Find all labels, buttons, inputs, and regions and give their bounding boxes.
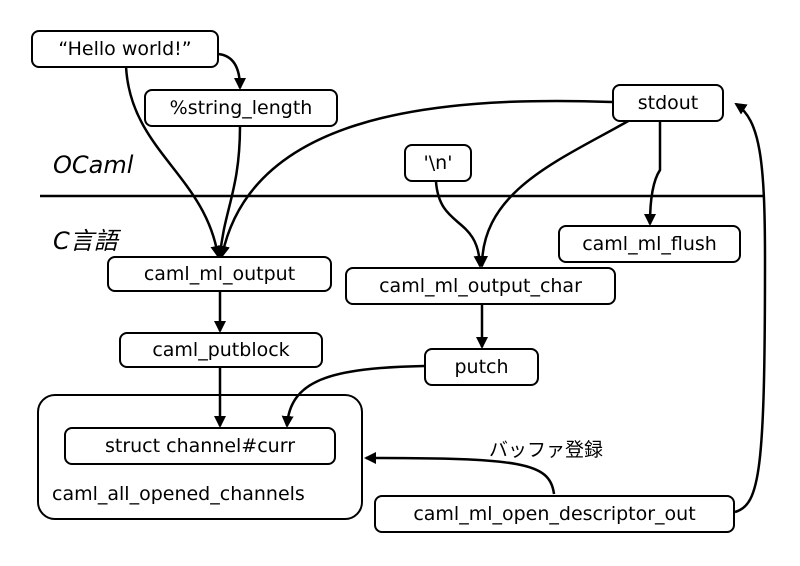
newline-char-node: '\n' — [404, 144, 472, 182]
edge-hello-to-string-length — [217, 52, 246, 90]
buffer-register-label: バッファ登録 — [489, 439, 604, 461]
caml-ml-open-descriptor-out-node: caml_ml_open_descriptor_out — [374, 495, 735, 533]
opened-channels-label: caml_all_opened_channels — [52, 483, 305, 505]
c-region-label: C言語 — [53, 227, 118, 255]
putch-node: putch — [424, 348, 539, 386]
edge-string-length-to-output — [214, 125, 242, 258]
caml-ml-output-char-node: caml_ml_output_char — [345, 267, 616, 305]
edge-putch-to-curr — [281, 364, 425, 428]
stdout-node: stdout — [612, 84, 724, 122]
string-length-node: %string_length — [144, 89, 338, 127]
opened-channels-container — [37, 394, 363, 520]
ocaml-region-label: OCaml — [53, 151, 134, 179]
edge-newline-to-output-char — [434, 181, 486, 268]
struct-channel-curr-node: struct channel#curr — [64, 427, 336, 465]
edge-stdout-to-output — [218, 99, 613, 258]
edge-stdout-to-flush — [644, 120, 662, 226]
caml-ml-output-node: caml_ml_output — [107, 256, 332, 292]
caml-ml-flush-node: caml_ml_flush — [558, 225, 741, 263]
edge-hello-to-output — [124, 65, 223, 258]
edge-open-descriptor-to-channels — [364, 452, 556, 495]
hello-world-node: “Hello world!” — [31, 30, 219, 68]
caml-putblock-node: caml_putblock — [119, 332, 323, 368]
edge-stdout-to-output-char — [476, 118, 631, 268]
edge-open-descriptor-to-stdout — [734, 102, 767, 514]
